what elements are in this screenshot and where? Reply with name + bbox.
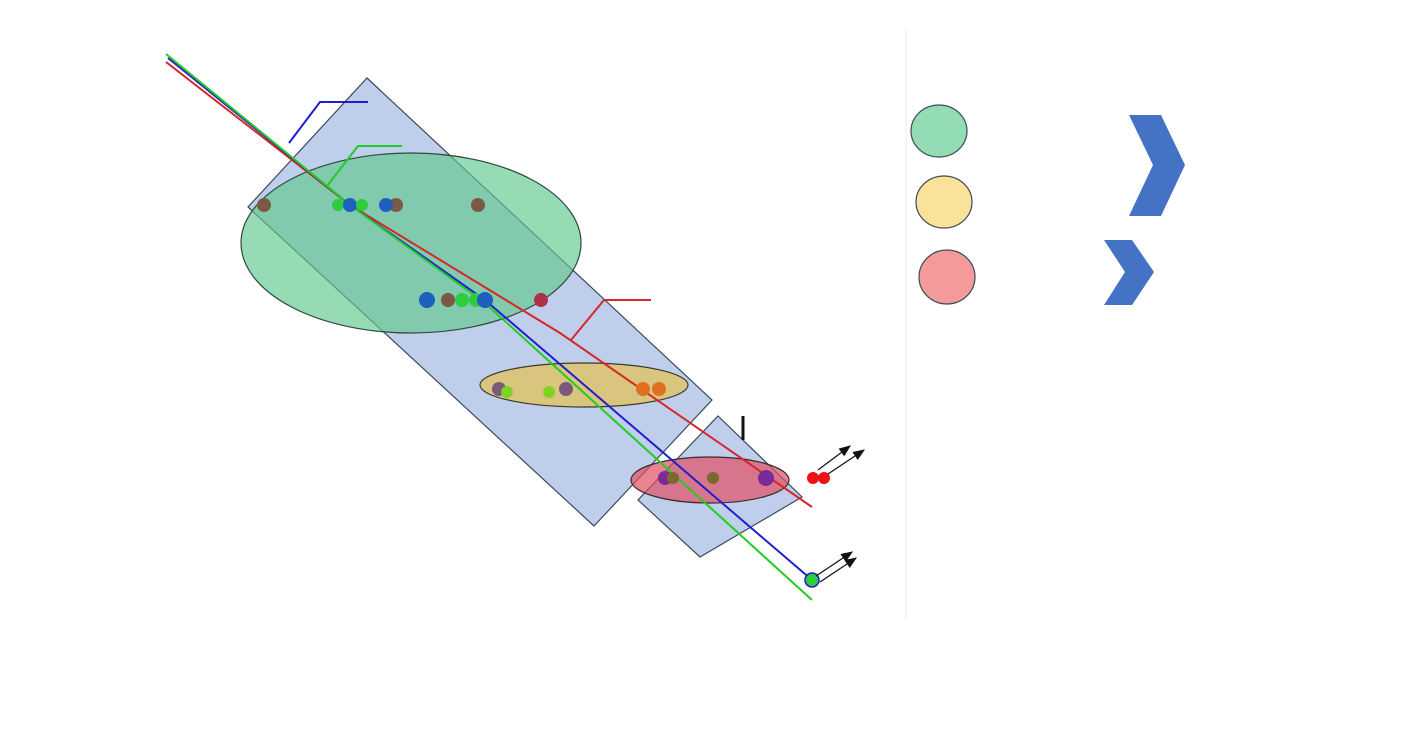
hits-red-region (658, 470, 774, 486)
hit-point (379, 198, 393, 212)
arrow-icon (815, 551, 853, 577)
hit-point (559, 382, 573, 396)
hit-point (652, 382, 666, 396)
hit-point (501, 386, 513, 398)
hit-point (477, 292, 493, 308)
momentum-arrows (815, 445, 865, 583)
branch-blue (288, 101, 368, 144)
hit-point (343, 198, 357, 212)
hit-point (389, 198, 403, 212)
hit-point (534, 293, 548, 307)
chevron-right-icon (1129, 115, 1185, 216)
hit-point (419, 292, 435, 308)
hit-point (543, 386, 555, 398)
legend-swatch-yellow (915, 175, 973, 229)
arrow-icon (817, 445, 851, 471)
track-green (165, 53, 813, 601)
outgoing-particle-green (804, 572, 820, 588)
legend-swatch-red (918, 249, 976, 305)
track-red (165, 61, 813, 508)
hit-point (636, 382, 650, 396)
branch-red (570, 299, 651, 341)
outgoing-particle-red (818, 472, 830, 484)
chevron-right-icon (1104, 240, 1154, 305)
hit-point (471, 198, 485, 212)
arrow-icon (827, 449, 865, 475)
legend-swatch-green (910, 104, 968, 158)
hit-point (441, 293, 455, 307)
hits-yellow-region (492, 382, 666, 398)
hits-green-region (257, 198, 548, 308)
hit-point (707, 472, 719, 484)
hit-point (455, 293, 469, 307)
outgoing-particle-red (807, 472, 819, 484)
hit-point (332, 199, 344, 211)
hit-point (257, 198, 271, 212)
arrow-icon (819, 557, 857, 583)
hit-point (667, 472, 679, 484)
branch-green (326, 145, 402, 187)
legend (910, 104, 1185, 305)
hit-point (758, 470, 774, 486)
hit-point (356, 199, 368, 211)
